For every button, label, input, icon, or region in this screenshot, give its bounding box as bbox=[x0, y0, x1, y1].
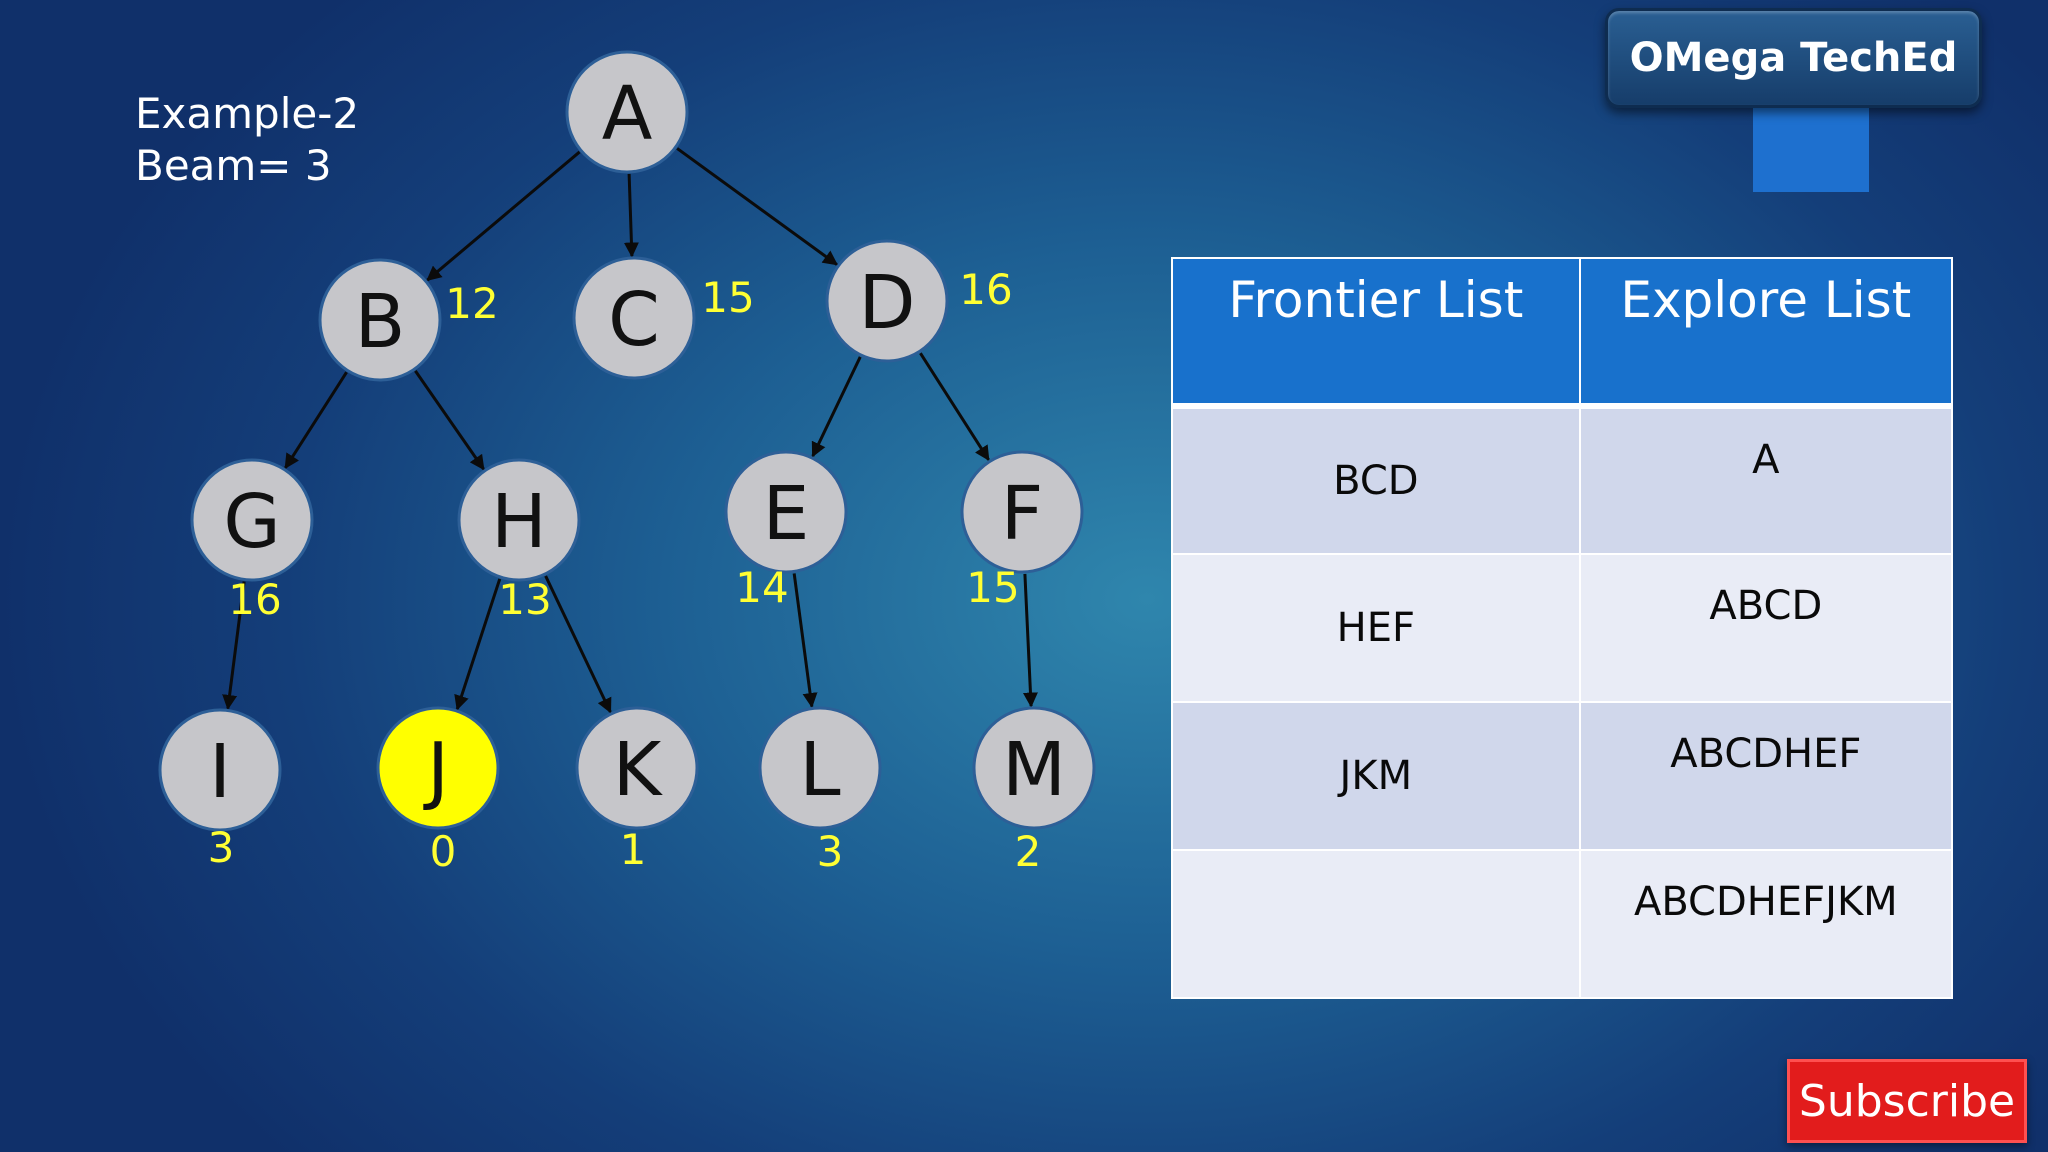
tree-edges bbox=[222, 147, 1038, 714]
node-label: G bbox=[223, 479, 280, 565]
node-j: J0 bbox=[376, 706, 500, 876]
node-heuristic-value: 15 bbox=[966, 563, 1019, 612]
node-label: D bbox=[859, 260, 916, 346]
subscribe-button[interactable]: Subscribe bbox=[1787, 1059, 2027, 1143]
edge-a-b bbox=[426, 150, 581, 282]
node-label: H bbox=[491, 479, 547, 565]
edge-a-d bbox=[676, 147, 839, 266]
explore-list-header: Explore List bbox=[1578, 257, 1954, 409]
node-circle bbox=[190, 458, 314, 582]
node-label: M bbox=[1002, 727, 1066, 813]
frontier-cell: JKM bbox=[1171, 701, 1581, 851]
edge-h-j bbox=[454, 578, 502, 711]
node-heuristic-value: 13 bbox=[498, 575, 551, 624]
node-circle bbox=[565, 50, 689, 174]
node-a: A bbox=[565, 50, 689, 174]
node-label: C bbox=[608, 277, 660, 363]
node-label: J bbox=[423, 727, 449, 813]
subscribe-button-label: Subscribe bbox=[1798, 1075, 2016, 1127]
node-c: C 15 bbox=[572, 256, 755, 380]
node-m: M2 bbox=[972, 706, 1096, 876]
node-heuristic-value: 16 bbox=[959, 265, 1012, 314]
node-circle bbox=[457, 458, 581, 582]
node-i: I3 bbox=[158, 708, 282, 872]
node-heuristic-value: 16 bbox=[228, 575, 281, 624]
table-row: JKM ABCDHEF bbox=[1171, 701, 1954, 851]
edge-f-m bbox=[1022, 573, 1038, 708]
edge-h-k bbox=[544, 575, 612, 714]
explore-cell: ABCDHEF bbox=[1578, 701, 1954, 851]
explore-cell: ABCDHEFJKM bbox=[1578, 849, 1954, 999]
node-circle bbox=[572, 256, 696, 380]
node-label: I bbox=[209, 729, 231, 815]
node-h: H 13 bbox=[457, 458, 581, 624]
edge-g-i bbox=[222, 581, 246, 710]
node-circle bbox=[960, 450, 1084, 574]
node-f: F 15 bbox=[960, 450, 1084, 612]
node-heuristic-value: 2 bbox=[1015, 827, 1042, 876]
frontier-cell bbox=[1171, 849, 1581, 999]
node-heuristic-value: 3 bbox=[817, 827, 844, 876]
node-circle bbox=[825, 239, 949, 363]
frontier-explore-table: Frontier List Explore List BCD A HEF ABC… bbox=[1171, 257, 1954, 999]
node-circle bbox=[575, 706, 699, 830]
edge-e-l bbox=[792, 573, 818, 709]
table-row: BCD A bbox=[1171, 405, 1954, 555]
edge-d-e bbox=[811, 356, 862, 458]
node-heuristic-value: 12 bbox=[445, 279, 498, 328]
node-label: K bbox=[613, 727, 664, 813]
beam-width-label: Beam= 3 bbox=[135, 141, 332, 190]
frontier-cell: HEF bbox=[1171, 553, 1581, 703]
channel-logo-text: OMega TechEd bbox=[1629, 35, 1958, 81]
table-row: ABCDHEFJKM bbox=[1171, 849, 1954, 999]
node-g: G 16 bbox=[190, 458, 314, 624]
node-label: A bbox=[602, 71, 653, 157]
edge-b-h bbox=[414, 370, 485, 471]
frontier-cell: BCD bbox=[1171, 405, 1581, 555]
logo-post-decoration bbox=[1753, 106, 1869, 192]
edge-a-c bbox=[623, 173, 639, 258]
node-heuristic-value: 14 bbox=[735, 563, 788, 612]
node-e: E 14 bbox=[724, 450, 848, 612]
example-title: Example-2 bbox=[135, 89, 360, 138]
node-circle bbox=[758, 706, 882, 830]
edge-d-f bbox=[919, 352, 990, 462]
edge-b-g bbox=[284, 371, 348, 470]
frontier-list-header: Frontier List bbox=[1171, 257, 1581, 409]
node-circle bbox=[972, 706, 1096, 830]
goal-node-circle bbox=[376, 706, 500, 830]
node-label: B bbox=[355, 279, 406, 365]
node-label: L bbox=[799, 727, 840, 813]
table-row: HEF ABCD bbox=[1171, 553, 1954, 703]
node-label: E bbox=[763, 471, 810, 557]
node-d: D 16 bbox=[825, 239, 1013, 363]
node-circle bbox=[318, 258, 442, 382]
node-heuristic-value: 3 bbox=[208, 823, 235, 872]
node-l: L3 bbox=[758, 706, 882, 876]
node-heuristic-value: 15 bbox=[701, 273, 754, 322]
node-circle bbox=[724, 450, 848, 574]
table-header-row: Frontier List Explore List bbox=[1171, 257, 1954, 409]
node-heuristic-value: 0 bbox=[430, 827, 457, 876]
node-b: B 12 bbox=[318, 258, 499, 382]
example-heading: Example-2 Beam= 3 bbox=[135, 88, 359, 192]
explore-cell: A bbox=[1578, 405, 1954, 555]
node-label: F bbox=[1001, 471, 1044, 557]
node-circle bbox=[158, 708, 282, 832]
node-heuristic-value: 1 bbox=[620, 825, 647, 874]
explore-cell: ABCD bbox=[1578, 553, 1954, 703]
channel-logo: OMega TechEd bbox=[1605, 8, 1982, 108]
node-k: K1 bbox=[575, 706, 699, 874]
